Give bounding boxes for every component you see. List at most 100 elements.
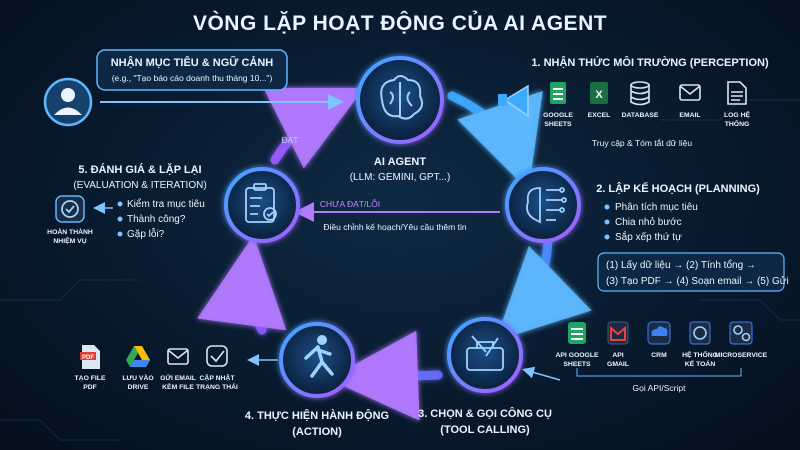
svg-text:DATABASE: DATABASE	[622, 112, 659, 119]
cloud-icon	[651, 326, 668, 336]
running-person-icon	[304, 335, 334, 378]
fail-action-text: Điều chỉnh kế hoạch/Yêu cầu thêm tin	[323, 222, 466, 232]
action-node	[279, 322, 355, 398]
stage5-subtitle: (EVALUATION & ITERATION)	[73, 180, 206, 191]
evaluation-node	[224, 167, 300, 243]
tools-bracket	[576, 368, 742, 377]
stage4-actions: PDF TẠO FILE PDF LƯU VÀO DRIVE GỬI EMAIL…	[75, 345, 238, 391]
svg-text:GOOGLE: GOOGLE	[543, 112, 573, 119]
planning-node	[505, 167, 581, 243]
tools-arrow	[522, 366, 561, 381]
svg-text:DRIVE: DRIVE	[128, 384, 149, 391]
action-update: CẬP NHẬT TRẠNG THÁI	[196, 345, 238, 391]
email-icon	[679, 84, 701, 101]
list-item: Thành công?	[127, 214, 186, 225]
svg-text:TẠO FILE: TẠO FILE	[75, 375, 106, 382]
svg-text:EMAIL: EMAIL	[679, 112, 700, 119]
stage4-subtitle: (ACTION)	[292, 426, 342, 438]
background-circuit	[0, 99, 800, 441]
svg-text:CẬP NHẬT: CẬP NHẬT	[200, 373, 236, 382]
user-icon	[61, 88, 75, 102]
svg-text:GỬI EMAIL: GỬI EMAIL	[160, 373, 196, 382]
list-item: Chia nhỏ bước	[615, 216, 682, 228]
svg-text:SHEETS: SHEETS	[563, 361, 591, 368]
svg-text:HỆ THỐNG: HỆ THỐNG	[682, 349, 718, 359]
stage3-caption: Gọi API/Script	[633, 383, 687, 393]
svg-text:GMAIL: GMAIL	[607, 361, 629, 368]
source-google-sheets: GOOGLE SHEETS	[543, 82, 573, 128]
stage3-title: 3. CHỌN & GỌI CÔNG CỤ	[418, 407, 552, 420]
stage4-title: 4. THỰC HIỆN HÀNH ĐỘNG	[245, 409, 389, 422]
svg-text:PDF: PDF	[82, 355, 94, 361]
svg-text:KẾ TOÁN: KẾ TOÁN	[685, 358, 716, 368]
document-icon	[727, 81, 747, 105]
database-icon	[630, 81, 650, 106]
list-item: Kiểm tra mục tiêu	[127, 198, 205, 210]
email-icon	[167, 348, 189, 365]
funnel-icon	[498, 84, 529, 118]
success-label: ĐẠT	[282, 135, 299, 145]
tool-gmail: API GMAIL	[607, 321, 629, 368]
check-badge-icon	[206, 345, 228, 367]
task-complete: HOÀN THÀNH NHIỆM VỤ	[47, 195, 93, 245]
svg-text:PDF: PDF	[83, 384, 97, 391]
source-excel: X EXCEL	[588, 82, 611, 119]
stage2-list: Phân tích mục tiêu Chia nhỏ bước Sắp xếp…	[604, 202, 698, 243]
plan-box: (1) Lấy dữ liệu → (2) Tính tổng → (3) Tạ…	[597, 252, 789, 292]
action-email: GỬI EMAIL KÈM FILE	[160, 348, 196, 391]
ai-agent-node	[356, 56, 444, 144]
tool-calling-node	[447, 317, 523, 393]
action-drive: LƯU VÀO DRIVE	[122, 346, 154, 391]
tool-microservice: MICROSERVICE	[715, 321, 768, 359]
svg-text:X: X	[595, 89, 603, 101]
stage3-tools: API GOOGLE SHEETS API GMAIL CRM HỆ THỐNG…	[555, 321, 768, 368]
ai-agent-title: AI AGENT	[374, 156, 426, 168]
svg-text:TRẠNG THÁI: TRẠNG THÁI	[196, 382, 238, 391]
svg-text:LOG HỆ: LOG HỆ	[724, 110, 751, 119]
input-example: (e.g., "Tạo báo cáo doanh thu tháng 10..…	[112, 73, 273, 83]
user-avatar	[43, 77, 93, 127]
stage1-sources: GOOGLE SHEETS X EXCEL DATABASE EMAIL	[543, 81, 751, 128]
svg-text:KÈM FILE: KÈM FILE	[162, 382, 194, 391]
tool-accounting: HỆ THỐNG KẾ TOÁN	[682, 321, 718, 368]
excel-icon	[590, 82, 608, 104]
stage3-subtitle: (TOOL CALLING)	[440, 424, 530, 436]
svg-text:(1) Lấy dữ liệu → (2) Tính tổn: (1) Lấy dữ liệu → (2) Tính tổng →	[606, 259, 756, 271]
stage5-list: Kiểm tra mục tiêu Thành công? Gặp lỗi?	[117, 198, 205, 240]
svg-text:MICROSERVICE: MICROSERVICE	[715, 352, 768, 359]
drive-icon	[126, 346, 150, 367]
svg-text:API GOOGLE: API GOOGLE	[555, 352, 599, 359]
list-item: Phân tích mục tiêu	[615, 202, 698, 213]
stage2-title: 2. LẬP KẾ HOẠCH (PLANNING)	[596, 182, 760, 195]
source-email: EMAIL	[679, 84, 701, 119]
page-title: VÒNG LẶP HOẠT ĐỘNG CỦA AI AGENT	[193, 11, 607, 35]
svg-text:NHIỆM VỤ: NHIỆM VỤ	[53, 236, 86, 245]
svg-text:EXCEL: EXCEL	[588, 112, 611, 119]
check-circle-icon	[61, 200, 79, 218]
svg-text:(3) Tạo PDF → (4) Soạn email →: (3) Tạo PDF → (4) Soạn email → (5) Gửi	[606, 275, 789, 287]
list-item: Sắp xếp thứ tự	[615, 230, 682, 243]
svg-text:CRM: CRM	[651, 352, 667, 359]
clipboard-check-icon	[245, 183, 277, 223]
brain-icon	[380, 75, 423, 120]
brain-chip-icon	[526, 187, 567, 224]
action-pdf: PDF TẠO FILE PDF	[75, 345, 106, 391]
toolbox-icon	[466, 335, 504, 371]
svg-text:HOÀN THÀNH: HOÀN THÀNH	[47, 227, 93, 236]
pdf-icon: PDF	[80, 345, 100, 369]
source-database: DATABASE	[622, 81, 659, 119]
svg-text:API: API	[612, 352, 623, 359]
fail-label: CHƯA ĐẠT/LỖI	[320, 198, 380, 209]
source-log: LOG HỆ THỐNG	[724, 81, 751, 128]
stage5-title: 5. ĐÁNH GIÁ & LẶP LẠI	[78, 163, 201, 176]
list-item: Gặp lỗi?	[127, 227, 165, 240]
tool-crm: CRM	[647, 321, 671, 359]
tool-google-sheets: API GOOGLE SHEETS	[555, 322, 599, 368]
stage1-title: 1. NHẬN THỨC MÔI TRƯỜNG (PERCEPTION)	[531, 56, 769, 69]
stage1-caption: Truy cập & Tóm tắt dữ liệu	[592, 138, 692, 148]
svg-text:SHEETS: SHEETS	[544, 121, 572, 128]
svg-text:LƯU VÀO: LƯU VÀO	[122, 373, 153, 382]
accounting-icon	[693, 326, 707, 340]
svg-text:THỐNG: THỐNG	[725, 118, 750, 128]
